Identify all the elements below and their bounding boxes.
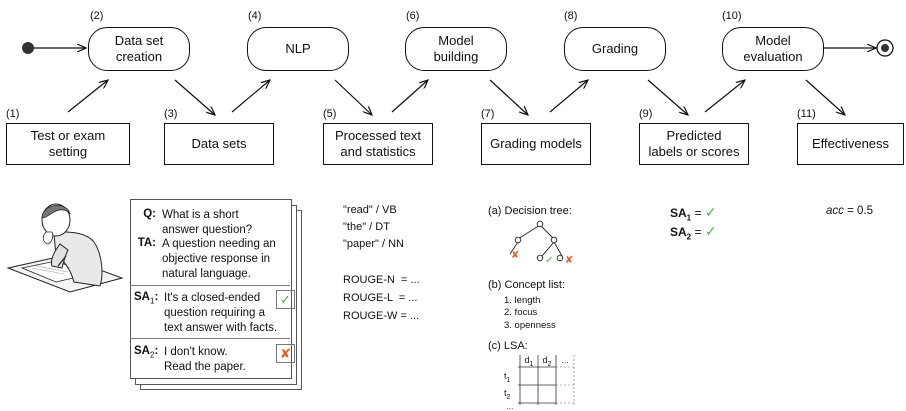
node-test-or-exam-setting: Test or exam setting xyxy=(6,123,130,165)
sa1-check-mark: ✓ xyxy=(276,290,295,309)
tree-check-icon: ✓ xyxy=(545,255,553,266)
concept-item: 2. focus xyxy=(504,307,538,319)
student-writing-illustration xyxy=(6,203,124,293)
rouge-w: ROUGE-W = ... xyxy=(343,310,420,322)
lsa-row-1: t1 xyxy=(504,371,511,384)
pos-tag-paper: "paper" / NN xyxy=(343,238,404,250)
node-data-set-creation: Data set creation xyxy=(88,27,190,71)
node-predicted-labels: Predicted labels or scores xyxy=(639,123,749,165)
lsa-col-more: ... xyxy=(561,355,569,365)
tree-leaf-right-left xyxy=(536,254,544,262)
end-node-inner xyxy=(881,44,889,52)
node-nlp: NLP xyxy=(247,27,349,71)
tree-cross-icon-2: ✘ xyxy=(565,255,573,266)
arrow-1-to-2 xyxy=(67,80,108,113)
arrow-2-to-3 xyxy=(174,79,215,115)
concept-item: 3. openness xyxy=(504,319,556,331)
student-answer-1-text: It's a closed-ended question requiring a… xyxy=(164,292,278,334)
concept-item: 1. length xyxy=(504,295,541,306)
arrow-6-to-7 xyxy=(489,79,528,115)
lsa-label: (c) LSA: xyxy=(488,340,528,352)
tree-node-left xyxy=(514,236,522,244)
tree-leaf-right-right xyxy=(556,254,564,262)
prediction-sa2-check-icon: ✓ xyxy=(704,223,717,239)
sa2-cross-mark: ✘ xyxy=(276,344,295,363)
prediction-sa1-check-icon: ✓ xyxy=(704,204,717,220)
node-11-number: (11) xyxy=(797,108,816,120)
node-9-number: (9) xyxy=(639,108,653,120)
node-model-building: Model building xyxy=(405,27,507,71)
teacher-answer-text: A question needing an objective response… xyxy=(162,238,276,280)
node-6-number: (6) xyxy=(406,10,420,22)
divider-1 xyxy=(130,285,290,286)
concept-list: 1. length 2. focus 3. openness xyxy=(504,295,556,332)
arrow-8-to-9 xyxy=(647,79,688,115)
arrow-7-to-8 xyxy=(549,80,588,113)
node-7-number: (7) xyxy=(481,108,495,120)
answer-sheet xyxy=(130,199,292,379)
node-data-sets: Data sets xyxy=(164,123,274,165)
start-node xyxy=(22,42,34,54)
tree-cross-icon: ✘ xyxy=(511,250,519,261)
arrow-10-to-11 xyxy=(805,79,845,115)
accuracy-value: acc = 0.5 xyxy=(826,205,873,217)
rouge-n: ROUGE-N = ... xyxy=(343,274,420,286)
node-model-evaluation: Model evaluation xyxy=(722,27,824,71)
decision-tree-diagram: ✘ ✓ ✘ xyxy=(509,220,573,266)
lsa-grid xyxy=(518,355,576,405)
arrow-5-to-6 xyxy=(391,80,428,113)
prediction-sa1: SA1 = ✓ xyxy=(670,204,717,223)
node-grading: Grading xyxy=(564,27,666,71)
question-key: Q: xyxy=(143,208,156,220)
node-3-number: (3) xyxy=(164,108,178,120)
arrow-4-to-5 xyxy=(334,79,372,115)
lsa-col-1: d1 xyxy=(524,355,534,368)
pos-tag-the: "the" / DT xyxy=(343,221,390,233)
lsa-row-2: t2 xyxy=(504,388,511,401)
teacher-answer-key: TA: xyxy=(137,237,156,249)
node-2-number: (2) xyxy=(90,10,104,22)
node-effectiveness: Effectiveness xyxy=(797,123,904,165)
rouge-l: ROUGE-L = ... xyxy=(343,292,418,304)
node-5-number: (5) xyxy=(323,108,337,120)
pos-tag-read: "read" / VB xyxy=(343,204,397,216)
prediction-sa2: SA2 = ✓ xyxy=(670,223,717,242)
concept-list-label: (b) Concept list: xyxy=(488,279,566,291)
tree-node-right xyxy=(550,236,558,244)
student-answer-2-text: I don't know. Read the paper. xyxy=(164,346,246,373)
node-processed-text: Processed text and statistics xyxy=(323,123,433,165)
arrow-3-to-4 xyxy=(231,80,270,113)
node-grading-models: Grading models xyxy=(481,123,591,165)
student-answer-1-key: SA1: xyxy=(134,291,159,306)
tree-node-root xyxy=(536,220,544,228)
node-4-number: (4) xyxy=(248,10,262,22)
divider-2 xyxy=(130,338,290,339)
decision-tree-label: (a) Decision tree: xyxy=(488,205,572,217)
arrow-9-to-10 xyxy=(704,80,745,113)
student-answer-2-key: SA2: xyxy=(134,345,159,360)
node-1-number: (1) xyxy=(6,108,20,120)
question-text: What is a short answer question? xyxy=(162,209,253,236)
node-8-number: (8) xyxy=(564,10,578,22)
lsa-col-2: d2 xyxy=(542,355,552,368)
node-10-number: (10) xyxy=(722,10,742,22)
